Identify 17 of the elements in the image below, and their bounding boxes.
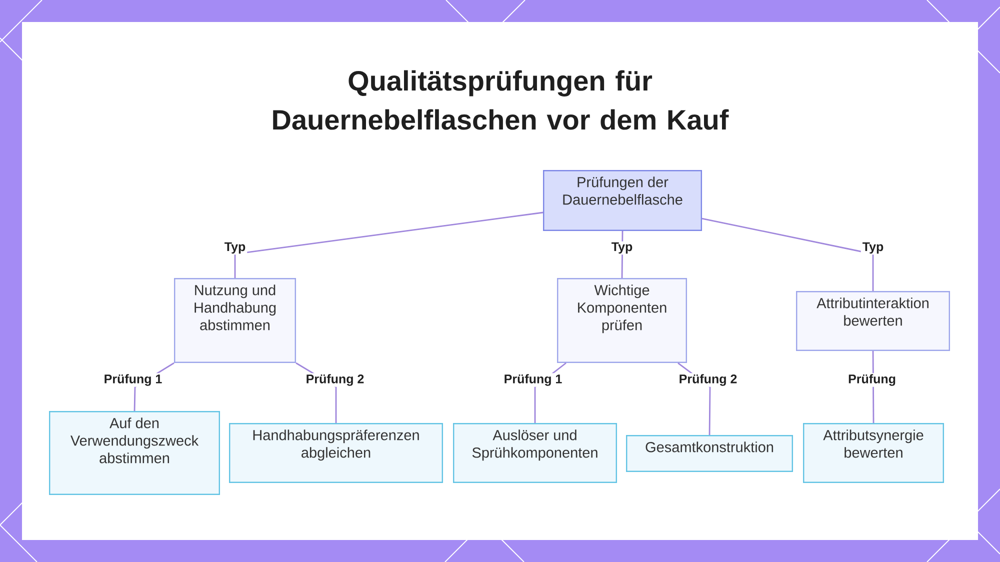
connector-line — [234, 212, 544, 278]
leaf-box: Gesamtkonstruktion — [626, 435, 793, 472]
leaf-box: Attributsynergie bewerten — [803, 423, 944, 484]
connector-line — [702, 218, 874, 291]
edge-label: Prüfung 1 — [102, 373, 164, 387]
edge-label: Prüfung 2 — [677, 373, 739, 387]
edge-label: Prüfung 2 — [304, 373, 366, 387]
title: Qualitätsprüfungen für Dauernebelflaschen vor dem Kauf — [273, 70, 729, 130]
leaf-box: Auf den Verwendungszweck abstimmen — [49, 411, 220, 495]
edge-label: Prüfung — [846, 373, 898, 387]
leaf-box: Handhabungspräferenzen abgleichen — [229, 423, 444, 484]
branch-box: Nutzung und Handhabung abstimmen — [174, 278, 296, 363]
root-box: Prüfungen der Dauernebelflasche — [543, 170, 702, 231]
branch-box: Attributinteraktion bewerten — [796, 291, 950, 351]
leaf-box: Auslöser und Sprühkomponenten — [453, 423, 617, 484]
edge-label: Prüfung 1 — [502, 373, 564, 387]
branch-box: Wichtige Komponenten prüfen — [557, 278, 687, 363]
